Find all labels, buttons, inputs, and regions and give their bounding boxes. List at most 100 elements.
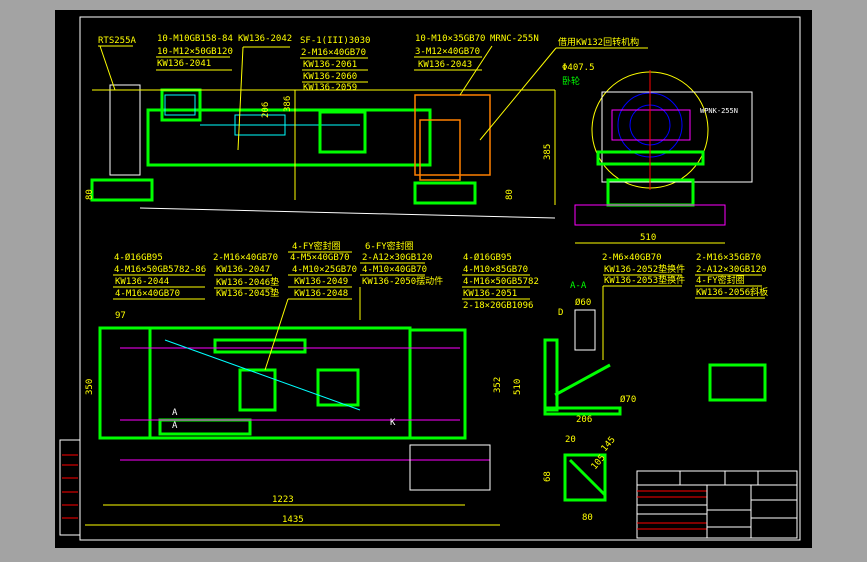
drawing-label: Φ407.5 (562, 63, 595, 73)
drawing-label: A (172, 421, 178, 431)
drawing-label: 20 (565, 435, 576, 445)
drawing-label: 卧轮 (562, 75, 580, 87)
drawing-line (90, 178, 154, 202)
drawing-label: 10-M10×35GB70 (415, 34, 485, 44)
side-strip-lines (62, 454, 78, 519)
drawing-label: 4-M5×40GB70 (290, 253, 350, 263)
drawing-line (409, 444, 491, 491)
drawing-line (318, 110, 367, 154)
drawing-label: KW136-2044 (115, 277, 169, 287)
drawing-label: 4-M10×40GB70 (362, 265, 427, 275)
drawing-label: KW136-2049 (294, 277, 348, 287)
drawing-line (139, 207, 556, 219)
drawing-line (479, 47, 557, 141)
drawing-line (414, 94, 491, 176)
drawing-label: WPNK-255N (700, 107, 738, 115)
drawing-label: 3-M12×40GB70 (415, 47, 480, 57)
drawing-line (237, 46, 244, 151)
drawing-label: KW136-2043 (418, 60, 472, 70)
drawing-line (574, 204, 726, 226)
drawing-label: 4-Ø16GB95 (463, 252, 512, 263)
drawing-line (611, 109, 691, 141)
drawing-line (164, 339, 361, 411)
drawing-line (164, 94, 196, 116)
drawing-label: 1435 (282, 515, 304, 525)
drawing-label: A (172, 408, 178, 418)
drawing-label: 350 (85, 379, 95, 395)
drawing-label: KW136-2060 (303, 72, 357, 82)
drawing-label: KW136-2047 (216, 265, 270, 275)
drawing-label: 385 (543, 144, 553, 160)
drawing-line (146, 108, 432, 167)
drawing-line (554, 363, 611, 397)
drawing-line (99, 45, 116, 91)
drawing-label: 借用KW132回转机构 (558, 36, 639, 48)
drawing-label: Ø70 (620, 394, 636, 405)
drawing-line (316, 368, 360, 407)
drawing-label: 2-M6×40GB70 (602, 253, 662, 263)
drawing-line (109, 84, 141, 176)
drawing-label: 4-M16×40GB70 (115, 289, 180, 299)
drawing-label: MRNC-255N (490, 34, 539, 44)
drawing-label: KW136-2045垫 (216, 287, 279, 299)
drawing-label: 206 (261, 102, 271, 118)
drawing-label: KW136-2048 (294, 289, 348, 299)
plan-view (85, 326, 500, 526)
drawing-line (408, 328, 467, 440)
drawing-line (708, 363, 767, 402)
drawing-line (574, 309, 596, 351)
drawing-line (543, 406, 622, 416)
drawing-label: 510 (640, 233, 656, 243)
drawing-label: 80 (582, 513, 593, 523)
drawing-label: K (390, 418, 396, 428)
drawing-label: 68 (543, 471, 553, 482)
drawing-label: 4-M16×50GB5782 (463, 277, 539, 287)
side-view: Φ407.5 卧轮 WPNK-255N 510 (562, 63, 753, 244)
drawing-line (459, 45, 493, 96)
drawing-label: 4-Ø16GB95 (114, 252, 163, 263)
drawing-label: 97 (115, 311, 126, 321)
drawing-label: 2-18×20GB1096 (463, 301, 533, 311)
drawing-label: A-A (570, 281, 587, 291)
drawing-label: KW136-2041 (157, 59, 211, 69)
drawing-label: 10-M12×50GB120 (157, 47, 233, 57)
drawing-line (601, 91, 753, 183)
drawing-line (419, 119, 461, 181)
drawing-label: KW136-2046垫 (216, 276, 279, 288)
drawing-label: 1223 (272, 495, 294, 505)
drawing-line (264, 298, 289, 371)
drawing-label: KW136-2059 (303, 83, 357, 93)
drawing-area (55, 10, 812, 548)
drawing-label: KW136-2061 (303, 60, 357, 70)
top-view (90, 84, 556, 219)
drawing-label: KW136-2050摆动件 (362, 275, 443, 287)
drawing-label: KW136-2042 (238, 34, 292, 44)
drawing-label: SF-1(III)3030 (300, 36, 370, 46)
drawing-label: D (558, 308, 563, 318)
drawing-line (543, 338, 559, 412)
drawing-label: 4-M10×85GB70 (463, 265, 528, 275)
drawing-label: 4-FY密封圈 (292, 240, 341, 252)
section-view: A-A Ø60 D Ø70 206 2-M6×40GB70 KW136-2052… (543, 253, 768, 425)
drawing-label: 2-A12×30GB120 (362, 253, 432, 263)
drawing-label: 2-M16×40GB70 (213, 253, 278, 263)
drawing-line (413, 181, 477, 205)
drawing-label: 6-FY密封圈 (365, 240, 414, 252)
drawing-line (563, 453, 607, 502)
drawing-label: KW136-2056斜板 (696, 286, 768, 298)
drawing-label: KW136-2053垫换件 (604, 274, 685, 286)
side-strip (59, 439, 81, 536)
drawing-line (238, 368, 277, 412)
drawing-label: 4-FY密封圈 (696, 274, 745, 286)
drawing-label: 2-M16×40GB70 (301, 48, 366, 58)
drawing-label: 352 (493, 377, 503, 393)
drawing-label: Ø60 (575, 297, 591, 308)
drawing-label: 2-A12×30GB120 (696, 265, 766, 275)
top-view-labels: RTS255A 10-M10GB158-84 10-M12×50GB120 KW… (85, 34, 648, 205)
drawing-frame (79, 16, 801, 541)
drawing-label: 4-M10×25GB70 (292, 265, 357, 275)
drawing-label: 80 (85, 189, 95, 200)
plan-view-labels: 4-Ø16GB95 4-M16×50GB5782-86 KW136-2044 4… (85, 240, 539, 525)
title-block[interactable] (636, 470, 798, 539)
